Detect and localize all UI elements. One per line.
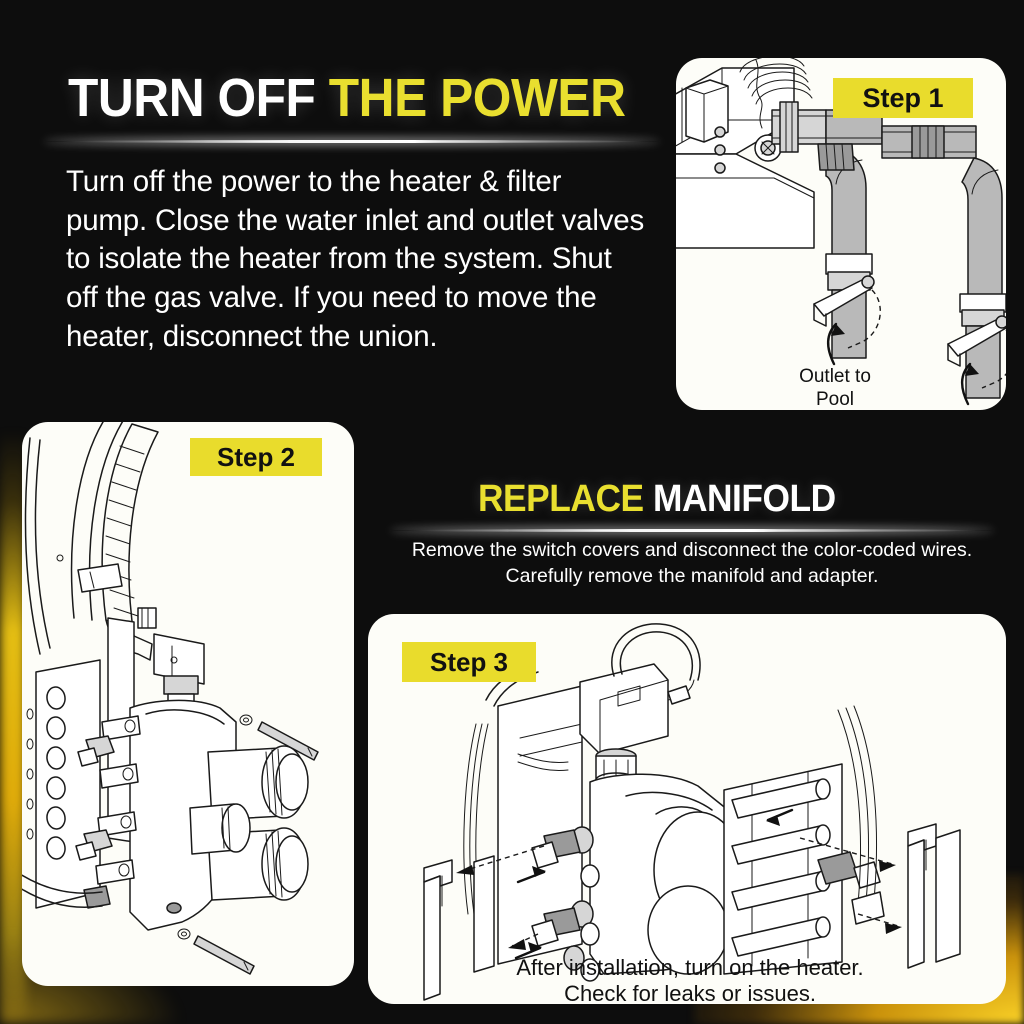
step-1-caption: Outlet to Pool: [740, 366, 930, 412]
step-2-badge: Step 2: [190, 438, 322, 476]
step-3-illustration: [423, 623, 961, 1001]
section-caption-line2: Carefully remove the manifold and adapte…: [505, 564, 879, 587]
section-caption: Remove the switch covers and disconnect …: [384, 538, 1000, 589]
step-3-caption-line1: After installation, turn on the heater.: [516, 955, 864, 980]
page-title-yellow: THE POWER: [328, 68, 626, 128]
left-edge-glow: [0, 430, 26, 1024]
section-title-white: MANIFOLD: [652, 478, 836, 520]
step-3-caption-line2: Check for leaks or issues.: [564, 981, 816, 1007]
step-1-illustration: [676, 58, 1006, 406]
step-2-panel: [22, 422, 354, 986]
section-divider: [392, 529, 992, 532]
step-3-caption: After installation, turn on the heater. …: [420, 955, 960, 1008]
page-title-white: TURN OFF: [68, 68, 329, 128]
section-title: REPLACE MANIFOLD: [478, 478, 836, 521]
step-2-illustration: [22, 422, 319, 975]
step-1-badge: Step 1: [833, 78, 973, 118]
step-3-badge: Step 3: [402, 642, 536, 682]
page-title: TURN OFF THE POWER: [68, 70, 626, 127]
step-1-caption-line2: Pool: [815, 388, 855, 410]
intro-paragraph: Turn off the power to the heater & filte…: [66, 165, 645, 353]
step-1-caption-line1: Outlet to: [799, 366, 871, 387]
title-divider: [46, 140, 658, 143]
section-caption-line1: Remove the switch covers and disconnect …: [411, 539, 973, 561]
section-title-yellow: REPLACE: [478, 478, 653, 520]
